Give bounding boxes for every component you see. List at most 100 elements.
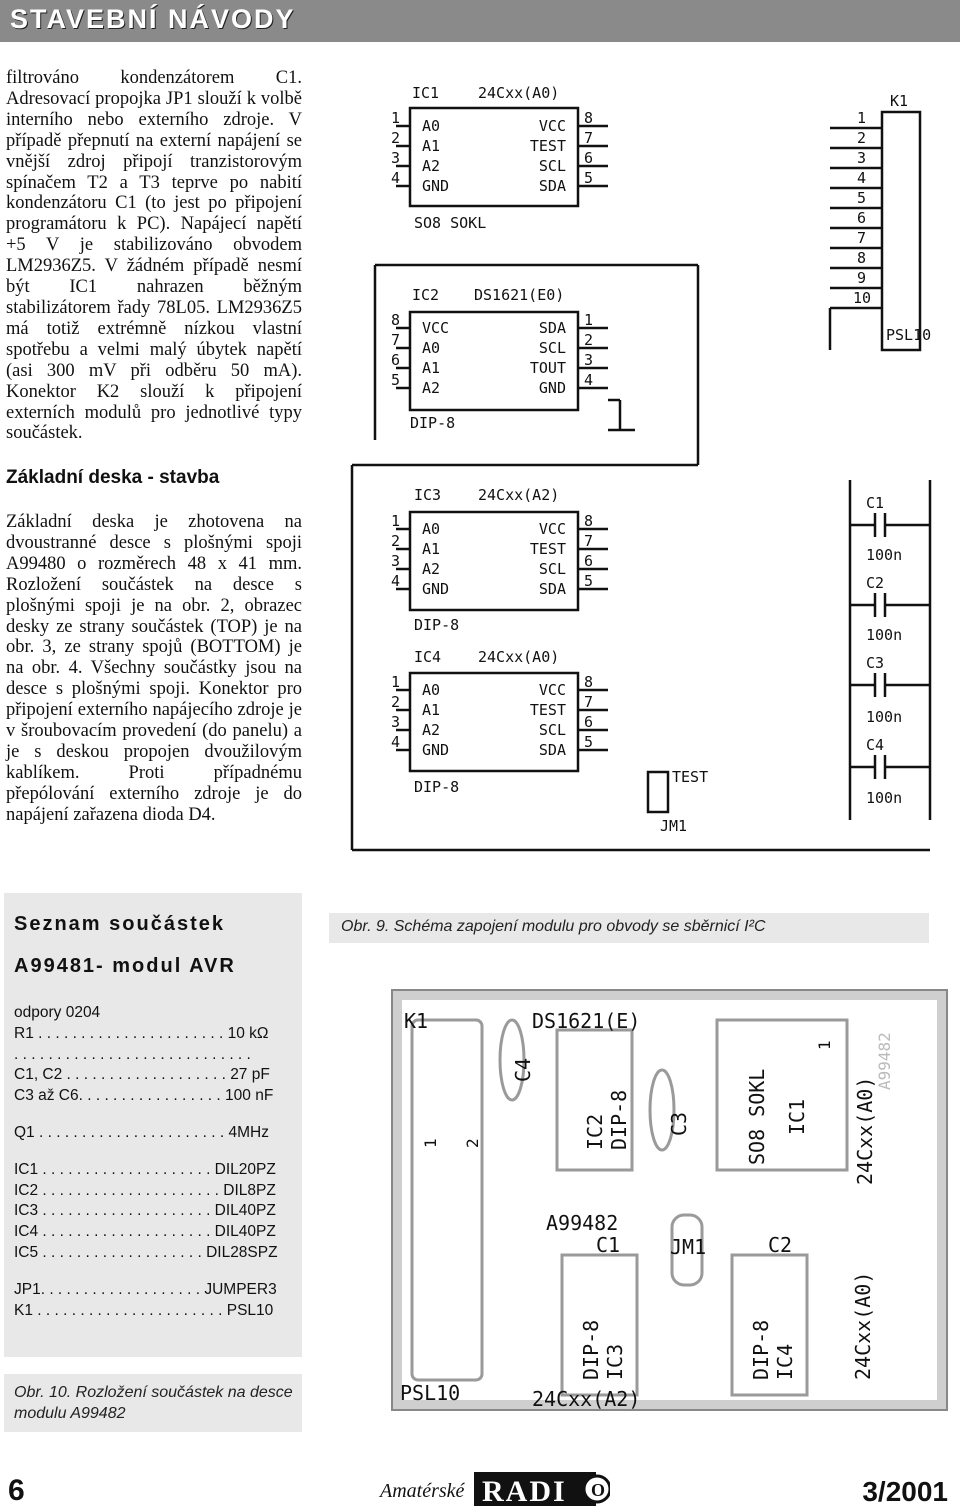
- parts-list: odpory 0204 R1 . . . . . . . . . . . . . …: [14, 1003, 296, 1321]
- k1-pin-number: 2: [857, 129, 866, 147]
- k1-pin-number: 7: [857, 229, 866, 247]
- ic1-pin-label: GND: [422, 177, 449, 195]
- ic1-pin-number: 7: [584, 129, 593, 147]
- parts-list-row: C3 až C6. . . . . . . . . . . . . . . . …: [14, 1087, 274, 1105]
- ic3-pin-number: 5: [584, 572, 593, 590]
- ic3-pin-number: 3: [391, 552, 400, 570]
- ic4-pin-number: 4: [391, 733, 400, 751]
- issue-number: 3/2001: [862, 1476, 948, 1507]
- circuit-schematic: IC1 24Cxx(A0) SO8 SOKL IC2 DS1621(E0) DI…: [350, 84, 932, 852]
- pcb-component-layout: K1 DS1621(E) A99482 C1 JM1 C2 PSL10 24Cx…: [391, 989, 948, 1411]
- ic1-pin-label: SCL: [539, 157, 566, 175]
- k1-pin-number: 10: [853, 289, 871, 307]
- pcb-ic1-pin1-label: 1: [815, 1040, 834, 1050]
- ic4-pin-number: 7: [584, 693, 593, 711]
- k1-pin-number: 3: [857, 149, 866, 167]
- ic4-pin-number: 3: [391, 713, 400, 731]
- section-header-bar: [0, 0, 960, 42]
- ic4-pin-label: A0: [422, 681, 440, 699]
- k1-ref: K1: [890, 92, 908, 110]
- pcb-c2-label: C2: [768, 1233, 792, 1257]
- pcb-ic1-label: IC1: [785, 1099, 809, 1135]
- parts-list-title: Seznam součástek: [14, 913, 225, 935]
- ic3-pin-label: A0: [422, 520, 440, 538]
- ic2-pin-label: VCC: [422, 319, 449, 337]
- jm1-body: [646, 770, 670, 814]
- ic4-pin-label: VCC: [539, 681, 566, 699]
- capacitor-value: 100n: [866, 708, 902, 726]
- pcb-k1-label: K1: [404, 1009, 428, 1033]
- ic4-pin-number: 2: [391, 693, 400, 711]
- parts-list-row: R1 . . . . . . . . . . . . . . . . . . .…: [14, 1024, 269, 1042]
- pcb-c4-label: C4: [511, 1058, 535, 1082]
- ic3-ref: IC3: [414, 486, 441, 504]
- jumper-ref: JM1: [660, 817, 687, 835]
- pcb-ic4-type: 24Cxx(A0): [851, 1272, 875, 1380]
- ic2-pin-number: 5: [391, 371, 400, 389]
- k1-pin-number: 5: [857, 189, 866, 207]
- ic2-pin-number: 1: [584, 311, 593, 329]
- ic3-pin-label: SDA: [539, 580, 566, 598]
- capacitor-value: 100n: [866, 789, 902, 807]
- ic4-pin-number: 8: [584, 673, 593, 691]
- ic1-ref: IC1: [412, 84, 439, 102]
- ic3-package: DIP-8: [414, 616, 459, 634]
- ic2-pin-label: GND: [539, 379, 566, 397]
- ic1-pin-number: 5: [584, 169, 593, 187]
- ic4-pin-number: 1: [391, 673, 400, 691]
- ic2-package: DIP-8: [410, 414, 455, 432]
- c3-footprint: [648, 1068, 676, 1152]
- pcb-psl10-label: PSL10: [400, 1381, 460, 1405]
- ic3-pin-number: 8: [584, 512, 593, 530]
- pcb-ic4-package: DIP-8: [749, 1320, 773, 1380]
- pcb-so8-label: SO8 SOKL: [745, 1069, 769, 1165]
- pcb-ic2-package: DIP-8: [607, 1090, 631, 1150]
- ic2-footprint: [555, 1028, 634, 1172]
- parts-list-row: C1, C2 . . . . . . . . . . . . . . . . .…: [14, 1066, 270, 1084]
- ic2-pin-label: A1: [422, 359, 440, 377]
- pcb-c3-label: C3: [667, 1112, 691, 1136]
- pcb-c1-label: C1: [596, 1233, 620, 1257]
- ic1-pin-number: 2: [391, 129, 400, 147]
- pcb-ds1621-label: DS1621(E): [532, 1009, 640, 1033]
- ic1-pin-number: 4: [391, 169, 400, 187]
- page-number: 6: [8, 1474, 25, 1507]
- section-heading: Základní deska - stavba: [6, 467, 220, 488]
- ic3-body: [408, 510, 580, 612]
- ic3-pin-label: VCC: [539, 520, 566, 538]
- ic1-pin-label: A1: [422, 137, 440, 155]
- pcb-ic3-label: IC3: [603, 1344, 627, 1380]
- k1-footprint: [410, 1018, 484, 1382]
- ic4-pin-label: TEST: [530, 701, 566, 719]
- ic2-pin-number: 7: [391, 331, 400, 349]
- ic4-pin-number: 6: [584, 713, 593, 731]
- ic3-pin-label: GND: [422, 580, 449, 598]
- figure-10-caption: Obr. 10. Rozložení součástek na desce mo…: [4, 1374, 302, 1432]
- ic1-pin-label: VCC: [539, 117, 566, 135]
- ic4-type: 24Cxx(A0): [478, 648, 559, 666]
- ic3-pin-number: 6: [584, 552, 593, 570]
- ic1-pin-number: 6: [584, 149, 593, 167]
- capacitor-ref: C4: [866, 736, 884, 754]
- magazine-logo: Amatérské RADI O: [378, 1472, 610, 1508]
- ic1-pin-label: A0: [422, 117, 440, 135]
- capacitor-ref: C2: [866, 574, 884, 592]
- ic2-pin-label: A0: [422, 339, 440, 357]
- parts-list-row: odpory 0204: [14, 1004, 101, 1021]
- ic4-pin-label: SDA: [539, 741, 566, 759]
- figure-9-caption: Obr. 9. Schéma zapojení modulu pro obvod…: [329, 913, 929, 943]
- pcb-board-id-vertical: A99482: [875, 1032, 894, 1090]
- ic1-body: [408, 106, 580, 208]
- c4-footprint: [498, 1018, 526, 1102]
- pcb-ic3-package: DIP-8: [579, 1320, 603, 1380]
- parts-list-row: IC5 . . . . . . . . . . . . . . . . . . …: [14, 1243, 278, 1261]
- pcb-ic3-type: 24Cxx(A2): [532, 1387, 640, 1411]
- parts-list-row: IC2 . . . . . . . . . . . . . . . . . . …: [14, 1181, 276, 1199]
- ic1-footprint: [715, 1018, 849, 1172]
- ic4-body: [408, 671, 580, 773]
- pcb-ic1-type: 24Cxx(A0): [853, 1077, 877, 1185]
- jm1-footprint: [670, 1213, 704, 1287]
- article-paragraph: Základní deska je zhotovena na dvoustran…: [6, 512, 302, 825]
- ic2-pin-label: TOUT: [530, 359, 566, 377]
- ic3-pin-number: 7: [584, 532, 593, 550]
